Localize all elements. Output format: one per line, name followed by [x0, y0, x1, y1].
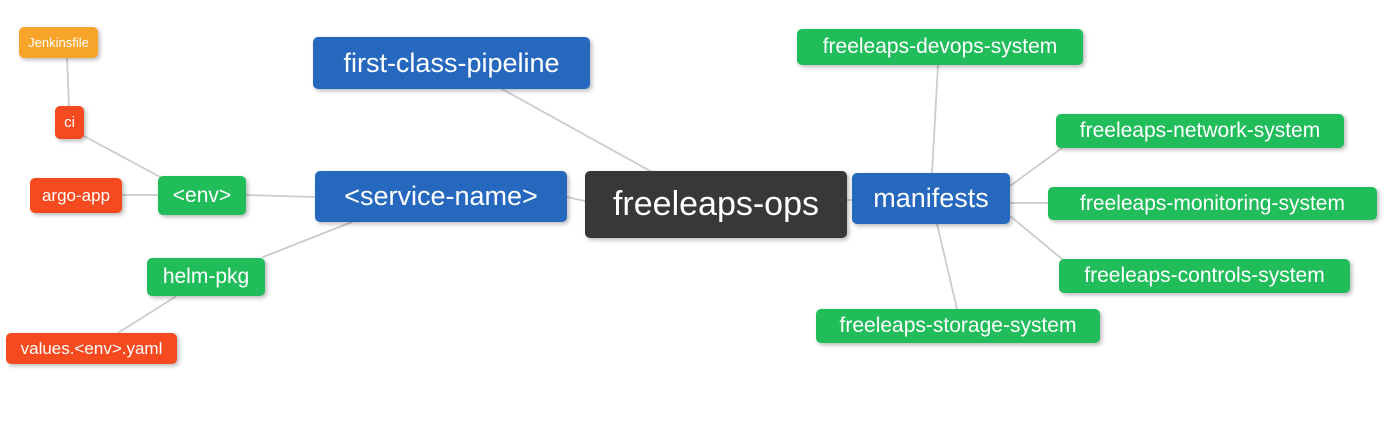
- edge-manifests-to-freeleaps-devops-system: [931, 64, 939, 174]
- edge-first-class-pipeline-to-freeleaps-ops: [501, 88, 653, 173]
- freeleaps-devops-system-node[interactable]: freeleaps-devops-system: [797, 29, 1083, 65]
- freeleaps-ops-node[interactable]: freeleaps-ops: [585, 171, 847, 238]
- argo-app-node[interactable]: argo-app: [30, 178, 122, 213]
- edge-ci-to-env: [83, 135, 163, 179]
- edge-helm-pkg-to-service-name: [262, 221, 353, 258]
- edge-manifests-to-freeleaps-controls-system: [1009, 215, 1063, 260]
- edge-values-env-yaml-to-helm-pkg: [117, 296, 176, 334]
- helm-pkg-node[interactable]: helm-pkg: [147, 258, 265, 296]
- jenkinsfile-node[interactable]: Jenkinsfile: [19, 27, 98, 58]
- manifests-node[interactable]: manifests: [852, 173, 1010, 224]
- edge-env-to-service-name: [245, 194, 316, 198]
- service-name-node[interactable]: <service-name>: [315, 171, 567, 222]
- freeleaps-controls-system-node[interactable]: freeleaps-controls-system: [1059, 259, 1350, 293]
- first-class-pipeline-node[interactable]: first-class-pipeline: [313, 37, 590, 89]
- edge-service-name-to-freeleaps-ops: [566, 196, 586, 202]
- env-node[interactable]: <env>: [158, 176, 246, 215]
- freeleaps-storage-system-node[interactable]: freeleaps-storage-system: [816, 309, 1100, 343]
- edge-manifests-to-freeleaps-storage-system: [936, 223, 958, 310]
- edge-jenkinsfile-to-ci: [66, 57, 70, 107]
- ci-node[interactable]: ci: [55, 106, 84, 139]
- freeleaps-network-system-node[interactable]: freeleaps-network-system: [1056, 114, 1344, 148]
- freeleaps-monitoring-system-node[interactable]: freeleaps-monitoring-system: [1048, 187, 1377, 220]
- values-env-yaml-node[interactable]: values.<env>.yaml: [6, 333, 177, 364]
- edge-manifests-to-freeleaps-network-system: [1009, 147, 1063, 187]
